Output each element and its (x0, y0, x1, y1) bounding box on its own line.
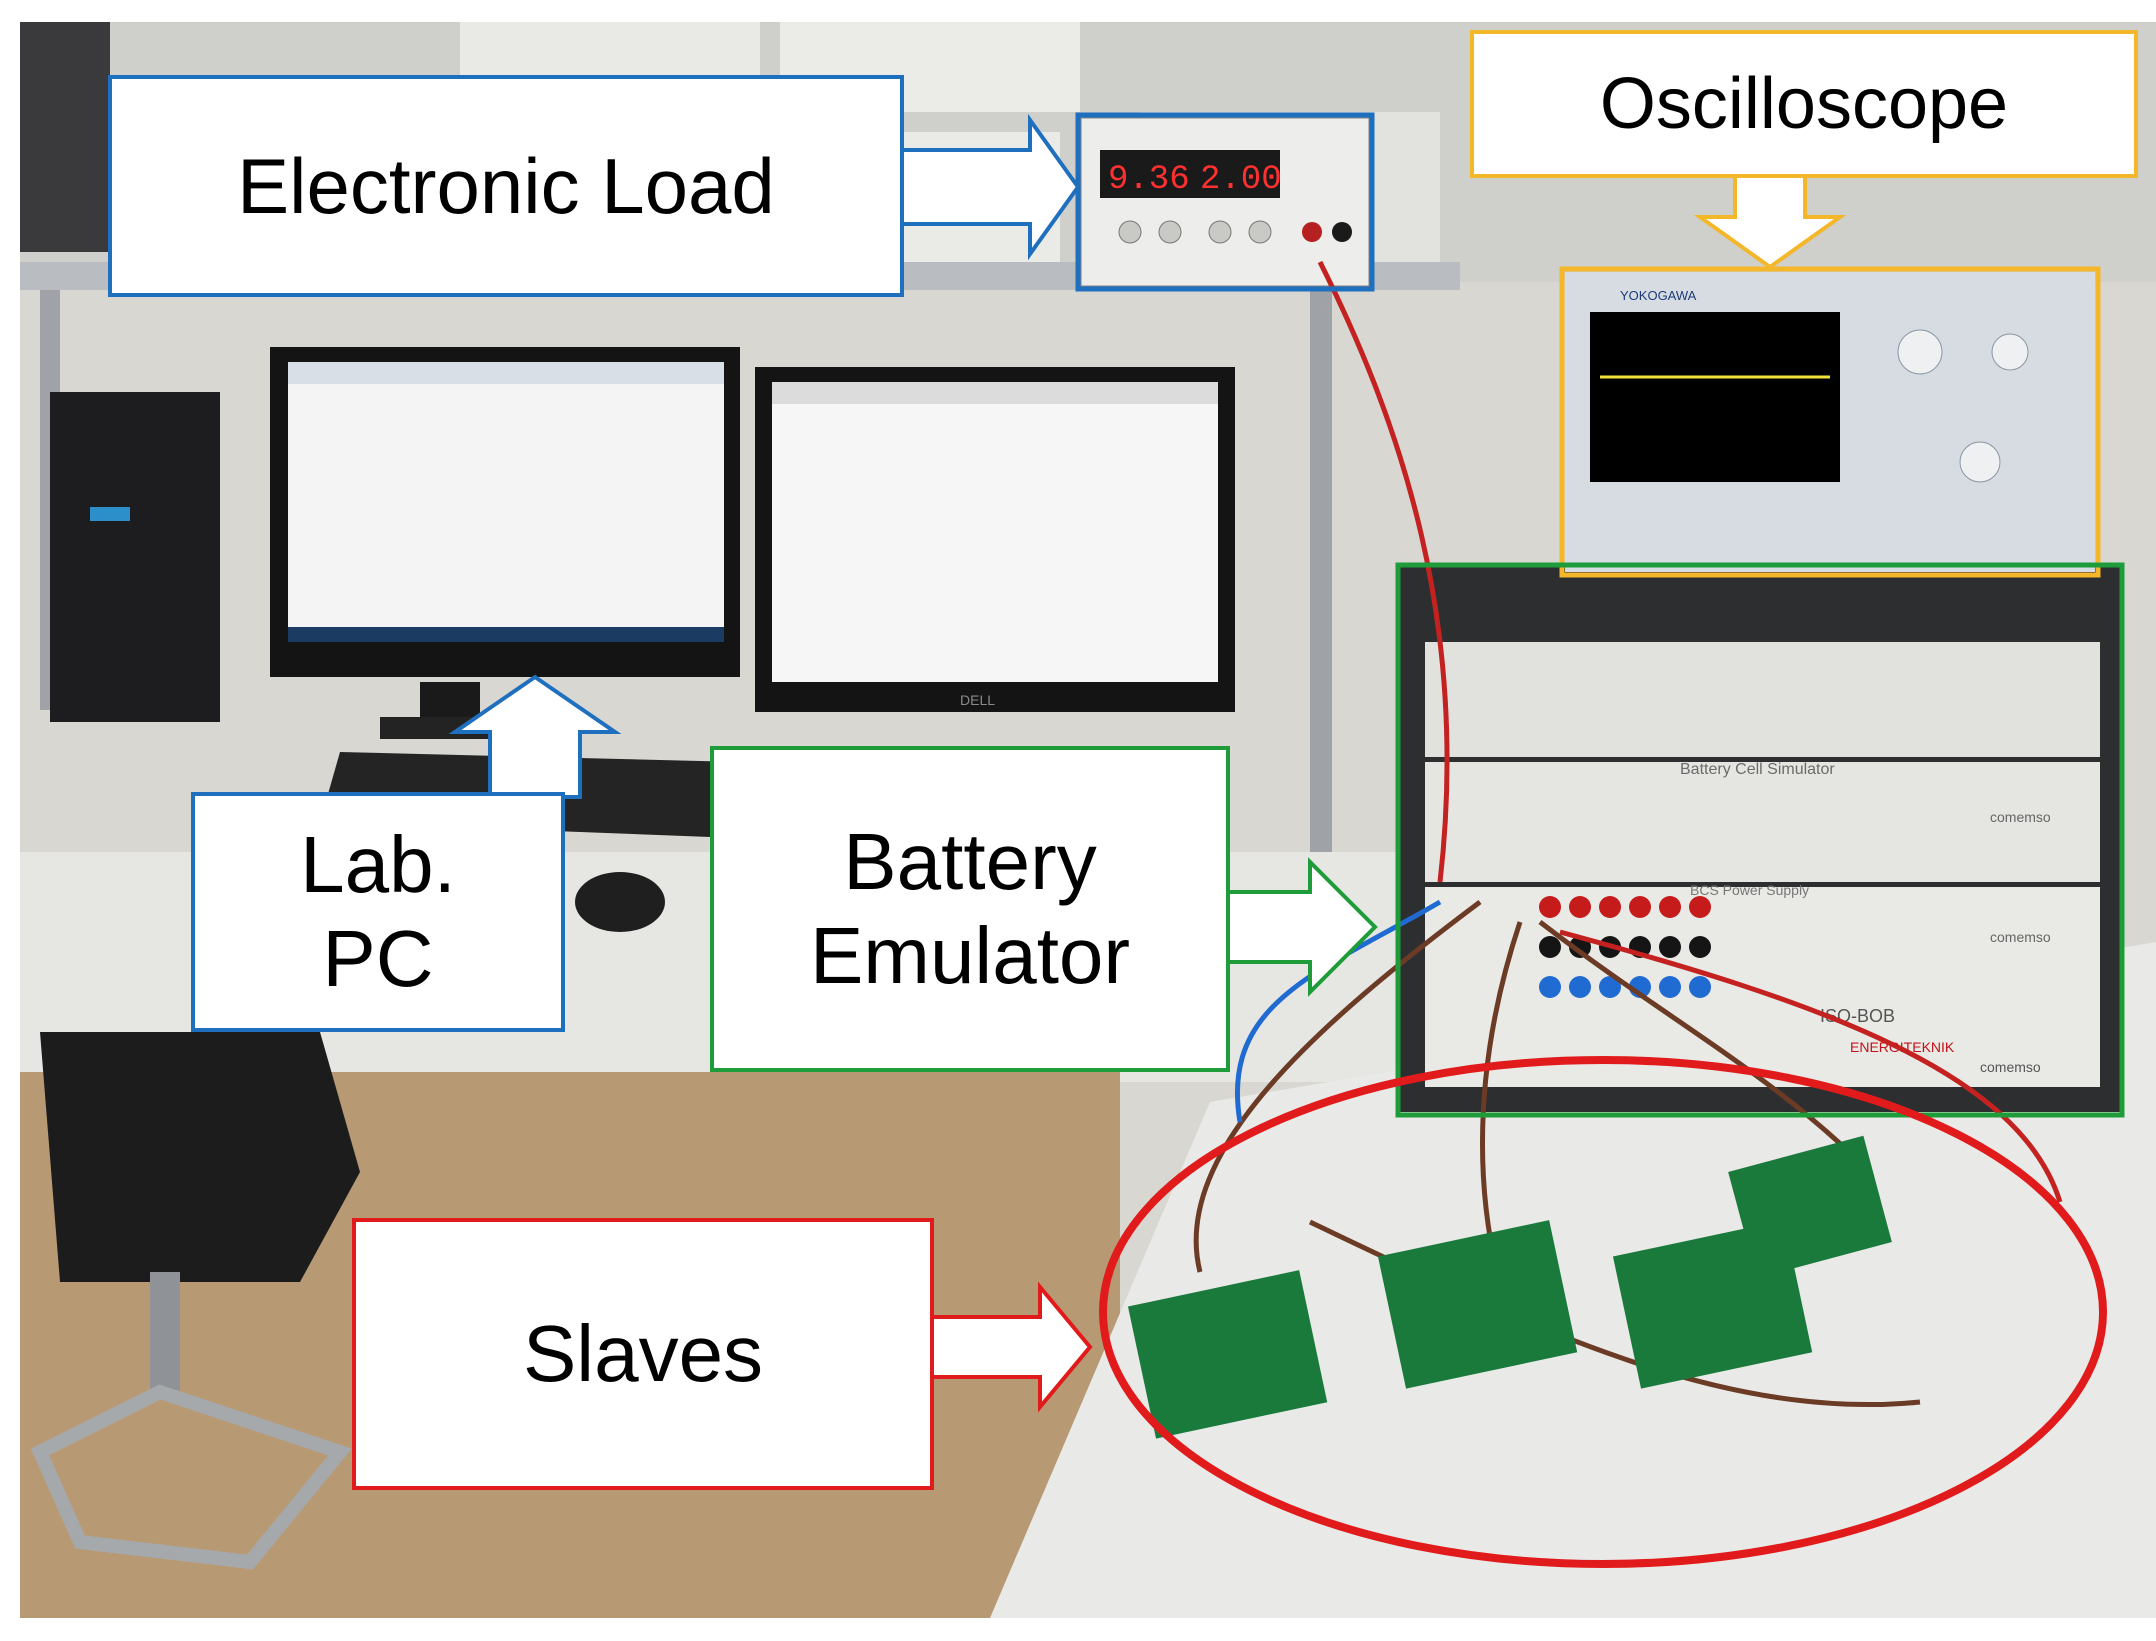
electronic-load-arrow (898, 113, 1081, 261)
cables (1193, 260, 2063, 1408)
chair-base (30, 1384, 352, 1570)
oscilloscope-frame (1559, 266, 2101, 578)
pc-tower (50, 392, 220, 722)
load-display (1100, 150, 1280, 198)
annotation-overlay (448, 112, 2125, 1568)
banana-sockets (1539, 896, 1711, 998)
battery-emulator-arrow (1203, 857, 1378, 997)
emulator-module (1425, 887, 2100, 1087)
slaves-label: Slaves (352, 1218, 934, 1490)
load-knob (1158, 220, 1182, 244)
scope-knob (1959, 441, 2001, 483)
monitor-brand: DELL (960, 692, 995, 708)
chair-stem (150, 1272, 180, 1392)
load-knob (1208, 220, 1232, 244)
chair-seat (40, 1032, 360, 1282)
load-knob (1118, 220, 1142, 244)
taskbar (288, 627, 724, 642)
monitor-left-stand (420, 682, 480, 722)
monitor-left-screen (288, 362, 724, 642)
scope-knob (1991, 333, 2029, 371)
scope-knob (1897, 329, 1943, 375)
shelf-dark (20, 22, 110, 252)
load-terminal (1332, 222, 1352, 242)
shelf-leg (1310, 290, 1332, 910)
emulator-brand: comemso (1990, 929, 2051, 945)
oscilloscope-label: Oscilloscope (1470, 30, 2138, 178)
lab-photo: 9.36 2.00 DELL (20, 22, 2156, 1618)
load-display-left: 9.36 (1108, 161, 1190, 199)
scope-brand: YOKOGAWA (1620, 288, 1697, 303)
simulink-toolbar (772, 382, 1218, 404)
load-terminal (1302, 222, 1322, 242)
electronic-load-label: Electronic Load (108, 75, 904, 297)
scope-screen (1590, 312, 1840, 482)
emulator-module (1425, 762, 2100, 882)
pc-tower-usb (90, 507, 130, 521)
emulator-module-label: Battery Cell Simulator (1680, 761, 1835, 778)
monitor-right-screen (772, 382, 1218, 682)
slaves-ellipse (1099, 1056, 2107, 1568)
battery-emulator-label: Battery Emulator (710, 746, 1230, 1072)
mouse-icon (575, 872, 665, 932)
slave-board (1127, 1270, 1328, 1439)
slave-board (1728, 1135, 1892, 1279)
load-display-right: 2.00 (1200, 161, 1282, 199)
battery-emulator-frame (1395, 562, 2125, 1118)
emulator-brand: comemso (1980, 1059, 2041, 1075)
emulator-module-label: BCS Power Supply (1690, 882, 1809, 898)
slave-board (1377, 1220, 1578, 1389)
emulator-module (1425, 642, 2100, 757)
load-knob (1248, 220, 1272, 244)
emulator-brand: comemso (1990, 809, 2051, 825)
electronic-load-frame (1075, 112, 1375, 292)
lab-pc-arrow (448, 674, 622, 799)
ide-menubar (288, 362, 724, 384)
lab-pc-label: Lab. PC (191, 792, 565, 1032)
